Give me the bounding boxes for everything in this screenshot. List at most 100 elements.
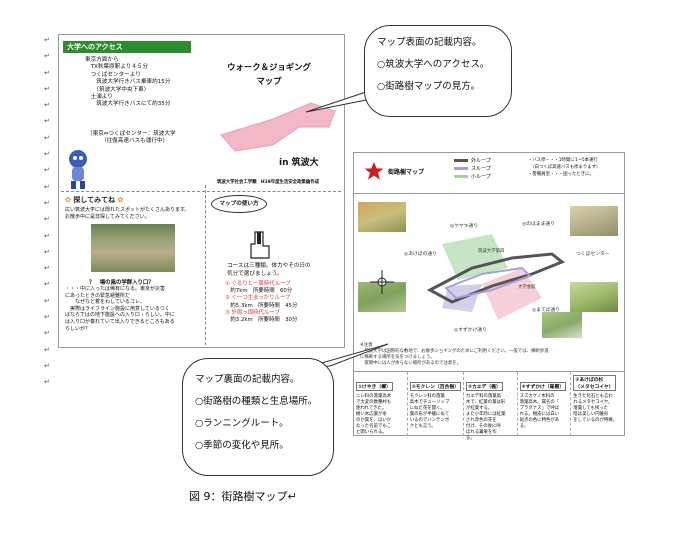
inner-loop-path <box>444 266 532 300</box>
legend-item: 外ループ <box>454 157 524 165</box>
tree-name: ③カエデ（楓） <box>465 382 503 391</box>
callout-line: ○街路樹マップの見方。 <box>377 81 481 92</box>
loop-distance: 約3.2km <box>230 317 253 324</box>
paragraph-mark: ↵ <box>44 361 50 370</box>
mascot-body <box>72 167 84 181</box>
legend-swatch <box>454 167 468 170</box>
route-shape <box>220 102 336 152</box>
paragraph-mark: ↵ <box>44 182 50 191</box>
mascot-eye <box>73 156 77 160</box>
map-title-line: ウォーク＆ジョギング <box>227 62 311 72</box>
paragraph-marks: ↵ ↵ ↵ ↵ ↵ ↵ ↵ ↵ ↵ ↵ ↵ ↵ ↵ ↵ ↵ ↵ ↵ ↵ ↵ ↵ … <box>44 36 54 395</box>
photo-suzukake <box>542 312 582 338</box>
paragraph-mark: ↵ <box>44 329 50 338</box>
access-note: （東京⇔つくばセンター：筑波大学 （往復高速バスも運行中） <box>87 131 176 145</box>
column-divider <box>205 185 207 345</box>
search-section-desc: 広い筑波大学には隠れたスポットがたくさんあります。 お散歩中に是非探してみてくだ… <box>65 207 190 220</box>
map-back-page: 街路樹マップ 外ループ スループ 小ループ ・バス停・・・1時間に1〜5本運行 … <box>353 152 625 441</box>
loop-distance: 約5.3km <box>230 302 253 309</box>
facility-legend: ・バス停・・・1時間に1〜5本運行 （白つくば高速バスも停まります） ・警備員室… <box>528 158 601 177</box>
paragraph-mark: ↵ <box>44 215 50 224</box>
loop-stats: 約3.2km 所要時間 30分 <box>225 317 297 324</box>
mascot-illustration <box>69 150 87 189</box>
mascot-eye <box>79 156 83 160</box>
spot-label-keyaki: ◎ケヤキ通り <box>450 224 479 229</box>
star-icon <box>364 162 384 180</box>
callout-line: ○街路樹の種類と生息場所。 <box>195 396 318 407</box>
paragraph-mark: ↵ <box>44 36 50 44</box>
paragraph-mark: ↵ <box>44 133 50 142</box>
paragraph-mark: ↵ <box>44 247 50 256</box>
campus-map: 筑波大学第四 大学会館 ◎ケヤキ通り ◎のはまま通り ◎あけぼの通り ◎まてば通… <box>354 194 624 364</box>
map-subtitle: 筑波大学社会工学類 H19年度生活安全政策論作成 <box>217 180 319 185</box>
building-label: 大学会館 <box>518 283 536 290</box>
spot-label-suzukake: ◎すずかけ通り <box>454 328 487 333</box>
photo-nohama <box>570 206 618 236</box>
map-title-in: in 筑波大 <box>279 158 319 168</box>
tree-description: 生きた化石とも言わ れるメタセコイヤ。 落葉しても残った 暗は美しい円錐形 をし… <box>573 394 618 423</box>
paragraph-mark: ↵ <box>44 313 50 322</box>
access-info: 東京方面から TX秋葉原駅より４５分 つくばセンターより 筑波大学行きバス乗車約… <box>85 57 170 109</box>
paragraph-mark: ↵ <box>44 117 50 126</box>
caution-notes: ※注意 筑波大学は国際的な敷地で、お散歩ジョギングのためにご利用ください。一般で… <box>360 343 549 366</box>
access-line: 土浦より <box>85 94 113 101</box>
building-label: 筑波大学第四 <box>478 247 504 254</box>
figure-caption: 図 9：街路樹マップ↵ <box>189 490 297 503</box>
spot-heading: ？ 場の風の学群入り口？ <box>89 280 154 286</box>
paragraph-mark: ↵ <box>44 166 50 175</box>
access-title: 大学へのアクセス <box>63 41 191 53</box>
map-title-line: マップ <box>256 76 282 86</box>
photo-keyaki <box>358 202 406 232</box>
route-shape-graphic <box>220 102 336 152</box>
compass-icon <box>370 270 394 294</box>
course-description: コースは三種類。体力やその日の 気分で選びましょう。 <box>227 263 311 277</box>
spot-label-nohama: ◎のはまま通り <box>522 222 555 227</box>
tree-description: カエデ科の落葉高 木で、紅葉の葉は形 が紅葉する。 また小年時には紅葉 され赤色… <box>465 394 506 441</box>
paragraph-mark: ↵ <box>44 296 50 305</box>
access-line: 筑波大学行きバス乗車約15分 <box>85 79 171 86</box>
search-section-title: ✿ 探してみてね ✿ <box>65 195 123 205</box>
callout-line: ○筑波大学へのアクセス。 <box>377 59 490 70</box>
legend-label: スループ <box>471 166 491 172</box>
back-header: 街路樹マップ 外ループ スループ 小ループ ・バス停・・・1時間に1〜5本運行 … <box>354 153 624 194</box>
tree-column: ①けやき（欅） ニレ科の落葉高木 で大変の数種村も 使われてきた。 樹い木広葉が… <box>354 372 408 436</box>
loop-time: 所要時間 45分 <box>258 302 298 309</box>
flower-icon: ✿ <box>117 196 124 204</box>
legend-label: 外ループ <box>471 158 491 164</box>
paragraph-mark: ↵ <box>44 264 50 273</box>
callout-line: ○ランニングルート。 <box>195 418 289 429</box>
section-divider <box>61 191 341 192</box>
access-line: （筑波大学中央下車） <box>85 86 150 93</box>
map-title: ウォーク＆ジョギング マップ <box>219 60 319 88</box>
callout-front: マップ表面の記載内容。 ○筑波大学へのアクセス。 ○街路樹マップの見方。 <box>364 25 512 117</box>
tree-description: モクレン科の落葉 高木でチューリップ に似た花を開く。 葉の形が半纏に似て いる… <box>409 394 450 429</box>
callout-line: マップ表面の記載内容。 <box>377 37 482 48</box>
tree-name: ②モクレン（百合樹） <box>409 382 461 391</box>
mascot-leg <box>80 181 85 189</box>
hand-pointing-icon <box>250 231 270 259</box>
paragraph-mark: ↵ <box>44 84 50 93</box>
paragraph-mark: ↵ <box>44 231 50 240</box>
pink-zone <box>482 268 542 320</box>
tree-column: ③カエデ（楓） カエデ科の落葉高 木で、紅葉の葉は形 が紅葉する。 また小年時に… <box>464 372 518 441</box>
spot-label-center: つくばセンター <box>576 252 610 257</box>
loop-stats: 約5.3km 所要時間 45分 <box>225 303 297 310</box>
callout-line: マップ裏面の記載内容。 <box>195 374 300 385</box>
legend-item: 小ループ <box>454 173 524 181</box>
tree-column: ④すずかけ（篠懸） スズカケノ木科の 落葉高木。属名の「 プラタナス」で呼ば れ… <box>518 372 572 436</box>
paragraph-mark: ↵ <box>44 198 50 207</box>
paragraph-mark: ↵ <box>44 280 50 289</box>
howto-badge: マップの使い方 <box>211 195 267 213</box>
flower-icon: ✿ <box>65 196 71 204</box>
paragraph-mark: ↵ <box>44 150 50 159</box>
spot-label-akebono: ◎あけぼの通り <box>404 252 437 257</box>
spot-description: ・・・中に入ったは稀有になる。東京が災害 にあったときの緊急避難所だ なぜなど着… <box>65 286 175 332</box>
legend-label: 小ループ <box>471 174 491 180</box>
spot-label-mateba: ◎まてば通り <box>532 308 561 313</box>
route-legend: 外ループ スループ 小ループ <box>454 157 524 189</box>
loop-name: ③ 外周っ周時代ループ <box>225 309 280 316</box>
loop-name: ② ぐ一つ生まっかりループ <box>225 295 291 302</box>
loop-list: ① ぐるりと一周時代ループ 約7km 所要時間 60分 ② ぐ一つ生まっかりルー… <box>225 281 297 324</box>
tree-columns: ①けやき（欅） ニレ科の落葉高木 で大変の数種村も 使われてきた。 樹い木広葉が… <box>354 371 624 441</box>
legend-swatch <box>454 175 468 178</box>
